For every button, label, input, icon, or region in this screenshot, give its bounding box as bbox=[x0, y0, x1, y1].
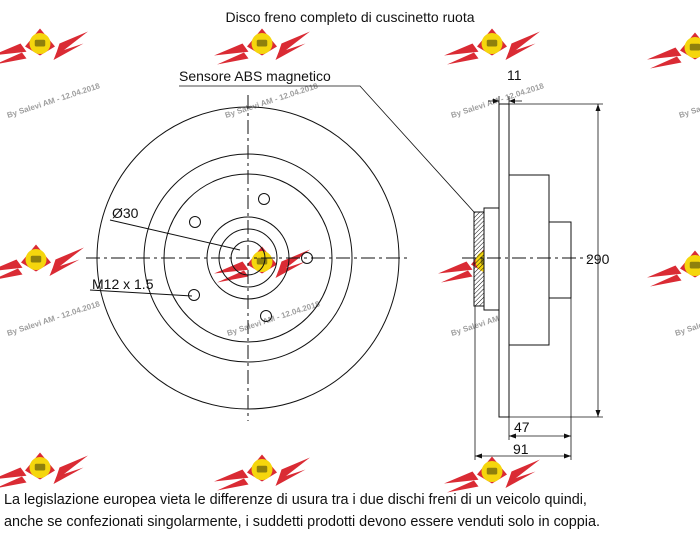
abs-sensor-leader-line bbox=[179, 85, 475, 213]
disc-side-view bbox=[462, 103, 590, 418]
total-height-dimension: 91 bbox=[513, 441, 529, 457]
disc-section bbox=[498, 103, 510, 418]
bolt-hole bbox=[260, 310, 272, 322]
bearing-section bbox=[548, 221, 572, 299]
dimension-arrows bbox=[475, 98, 601, 459]
bore-diameter-label: Ø30 bbox=[112, 205, 139, 221]
bolt-hole bbox=[188, 289, 200, 301]
drawing-title: Disco freno completo di cuscinetto ruota bbox=[225, 9, 474, 25]
abs-carrier-ring bbox=[483, 207, 500, 311]
hub-section bbox=[508, 174, 550, 346]
bore-leader-line bbox=[109, 219, 241, 251]
abs-sensor-label: Sensore ABS magnetico bbox=[179, 68, 331, 84]
bolt-hole bbox=[189, 216, 201, 228]
watermark-logo bbox=[0, 28, 88, 65]
disc-front-view bbox=[86, 95, 410, 421]
watermark-logo bbox=[0, 452, 88, 489]
thread-leader-line bbox=[89, 289, 193, 297]
bolt-hole bbox=[258, 193, 270, 205]
diameter-dimension: 290 bbox=[586, 251, 610, 267]
watermark-logo bbox=[214, 246, 310, 283]
watermark-text: By Salevi AM - 12.04.2018 bbox=[6, 81, 102, 120]
offset-dimension: 47 bbox=[514, 419, 530, 435]
legal-note-line-1: La legislazione europea vieta le differe… bbox=[4, 492, 587, 508]
dimension-lines bbox=[474, 96, 603, 460]
legal-note: La legislazione europea vieta le differe… bbox=[4, 489, 698, 533]
watermark-text: By Salevi AM - 12.04.2018 bbox=[226, 299, 322, 338]
watermark-logo bbox=[214, 454, 310, 491]
legal-note-line-2: anche se confezionati singolarmente, i s… bbox=[4, 514, 600, 530]
abs-sensor-ring bbox=[473, 211, 485, 307]
thread-size-label: M12 x 1.5 bbox=[92, 276, 154, 292]
watermark-logo bbox=[647, 250, 700, 287]
watermark-text: By Salevi AM - 12.04.2018 bbox=[224, 81, 320, 120]
watermark-logo bbox=[444, 28, 540, 65]
thickness-dimension: 11 bbox=[507, 67, 522, 83]
watermark-logo bbox=[647, 32, 700, 69]
watermark-text: By Salevi AM - 12.04.2018 bbox=[6, 299, 102, 338]
watermark-logo bbox=[0, 244, 84, 281]
watermark-text: By Salevi AM - 12.04.2018 bbox=[674, 299, 700, 338]
watermark-logo bbox=[214, 28, 310, 65]
watermark-text: By Salevi AM - 12.04.2018 bbox=[678, 81, 700, 120]
watermark-logo bbox=[444, 456, 540, 493]
